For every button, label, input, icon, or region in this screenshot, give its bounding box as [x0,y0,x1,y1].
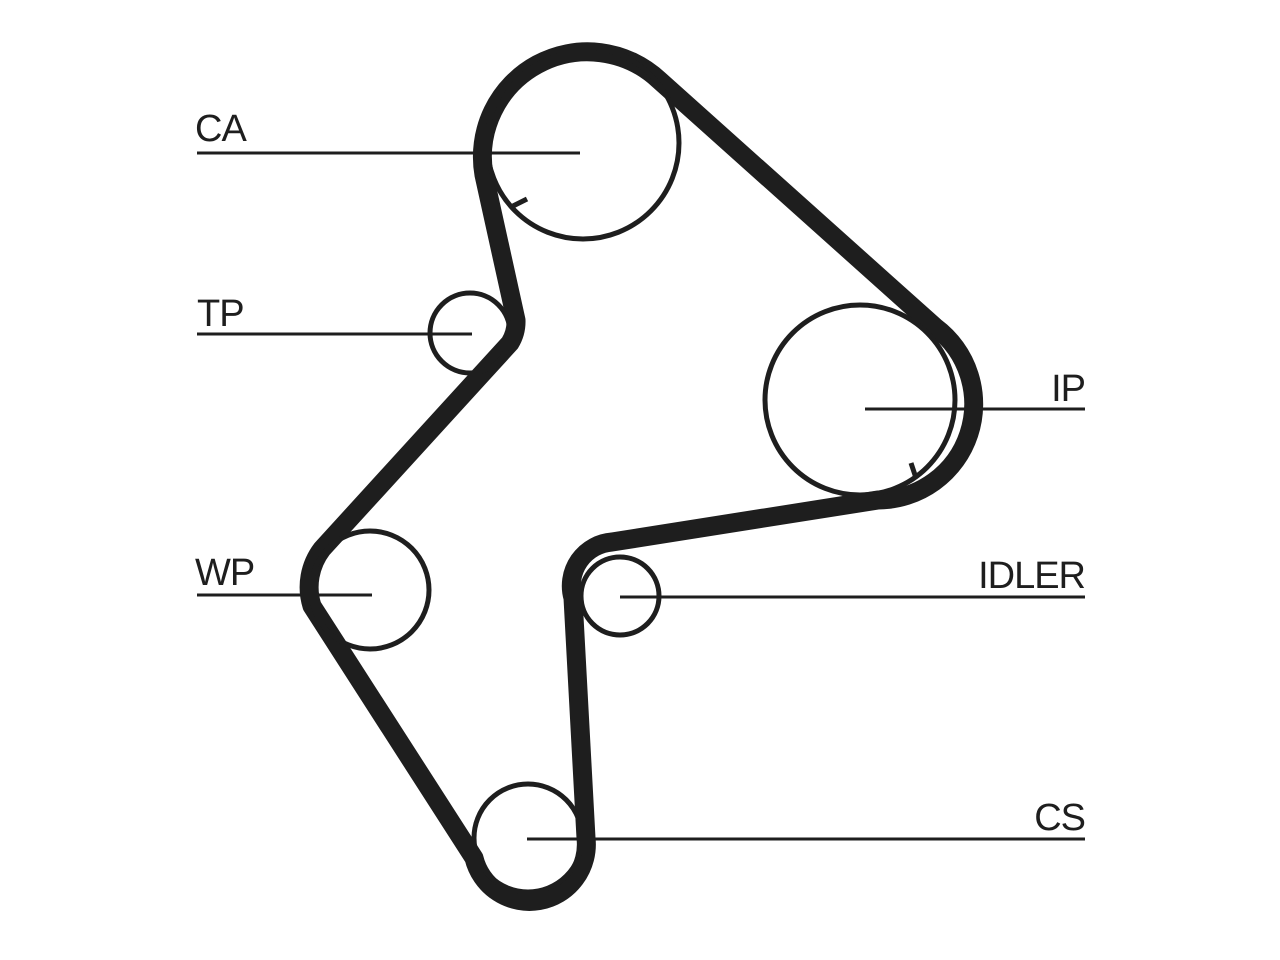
label-wp: WP [195,552,254,594]
camshaft-pulley [484,44,682,242]
label-ip: IP [1051,368,1085,410]
label-cs: CS [1034,797,1085,839]
label-ca: CA [195,108,247,150]
label-tp: TP [197,293,244,335]
camshaft-timing-mark [511,196,529,209]
injection-pump-pulley [762,302,958,498]
label-idler: IDLER [978,555,1085,597]
timing-belt [299,42,984,911]
injection-pump-timing-mark [908,462,919,479]
water-pump-pulley [308,528,432,652]
